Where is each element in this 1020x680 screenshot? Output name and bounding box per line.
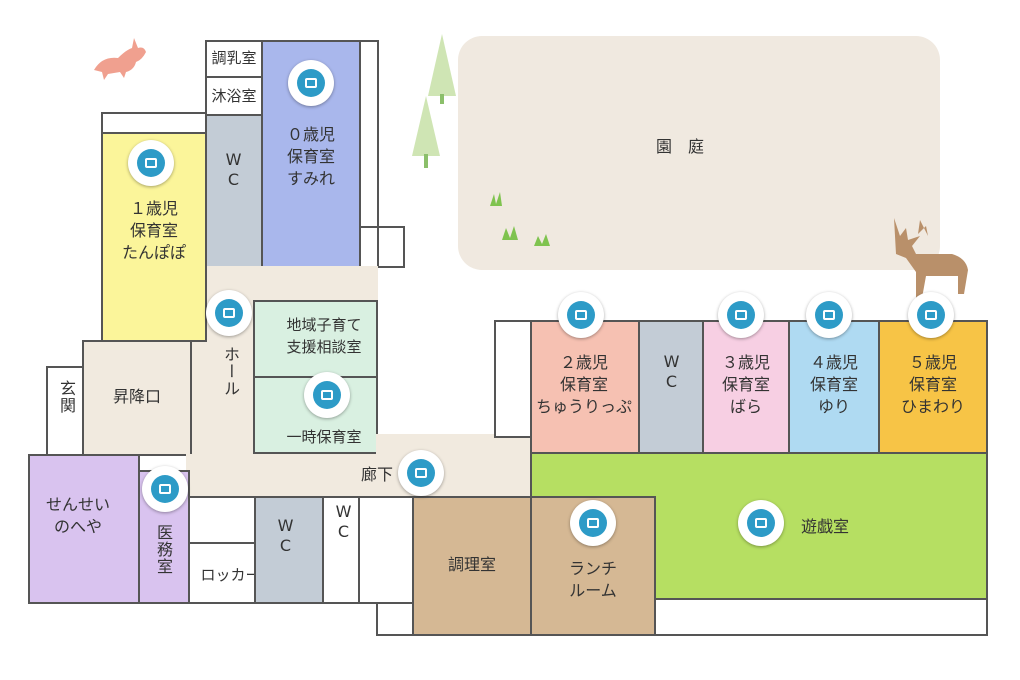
- room-playroom-label: 遊戯室: [800, 517, 849, 536]
- wc-b-label: WC: [334, 502, 353, 542]
- hall-label: ホール: [221, 346, 240, 397]
- room-kitchen: [412, 496, 532, 636]
- wall-segment: [376, 602, 414, 636]
- deer-icon: [894, 218, 968, 298]
- yard-label: 園 庭: [655, 137, 704, 156]
- camera-icon[interactable]: [908, 292, 954, 338]
- camera-icon[interactable]: [142, 466, 188, 512]
- room-age1-label: １歳児 保育室 たんぽぽ: [121, 199, 186, 262]
- room-wc-top: [205, 114, 263, 268]
- room-entrance: [46, 366, 84, 456]
- wall-segment: [358, 496, 414, 604]
- camera-icon[interactable]: [304, 372, 350, 418]
- wall-segment: [359, 40, 379, 228]
- room-milk: [205, 40, 263, 78]
- room-lift-label: 昇降口: [112, 387, 161, 406]
- room-medical-label: 医務室: [154, 524, 173, 575]
- room-age3-label: ３歳児 保育室 ばら: [721, 353, 770, 416]
- wc-a-label: WC: [276, 516, 295, 556]
- camera-icon[interactable]: [570, 500, 616, 546]
- corridor-floor: [186, 454, 534, 498]
- rabbit-icon: [94, 38, 146, 80]
- room-temp-care-label: 一時保育室: [286, 428, 362, 446]
- wall-segment: [377, 226, 405, 268]
- wall-segment: [494, 320, 532, 438]
- camera-icon[interactable]: [718, 292, 764, 338]
- camera-icon[interactable]: [558, 292, 604, 338]
- wc-mid-label: WC: [662, 352, 681, 392]
- camera-icon[interactable]: [206, 290, 252, 336]
- yard-area: [458, 36, 940, 270]
- room-consult: [253, 300, 378, 378]
- wc-top-label: WC: [224, 150, 243, 190]
- room-consult-label: 地域子育て 支援相談室: [286, 316, 362, 356]
- room-teachers: [28, 454, 140, 604]
- camera-icon[interactable]: [806, 292, 852, 338]
- room-age5-label: ５歳児 保育室 ひまわり: [900, 353, 965, 416]
- room-age2-label: ２歳児 保育室 ちゅうりっぷ: [535, 353, 632, 416]
- room-lunch-label-top: ランチ ルーム: [568, 559, 617, 600]
- camera-icon[interactable]: [398, 450, 444, 496]
- room-lift: [82, 340, 192, 456]
- room-age4-label: ４歳児 保育室 ゆり: [809, 353, 858, 416]
- wall-segment: [188, 496, 256, 544]
- tree-icon: [412, 34, 456, 168]
- room-kitchen-label: 調理室: [447, 555, 496, 574]
- corridor-label: 廊下: [360, 465, 393, 484]
- room-entrance-label: 玄関: [57, 380, 76, 414]
- camera-icon[interactable]: [738, 500, 784, 546]
- wall-segment: [101, 112, 207, 134]
- room-milk-label: 調乳室: [211, 49, 257, 67]
- room-age5-sunflower: [878, 320, 988, 454]
- room-age0-label: ０歳児 保育室 すみれ: [286, 125, 335, 188]
- camera-icon[interactable]: [128, 140, 174, 186]
- room-age2-tulip: [530, 320, 640, 454]
- room-teachers-label: せんせい のへや: [45, 495, 110, 536]
- grass-icon: [490, 192, 550, 246]
- room-wc-mid: [638, 320, 704, 454]
- camera-icon[interactable]: [288, 60, 334, 106]
- room-bath-label: 沐浴室: [211, 87, 257, 105]
- wall-segment: [654, 598, 988, 636]
- room-age4-lily: [788, 320, 880, 454]
